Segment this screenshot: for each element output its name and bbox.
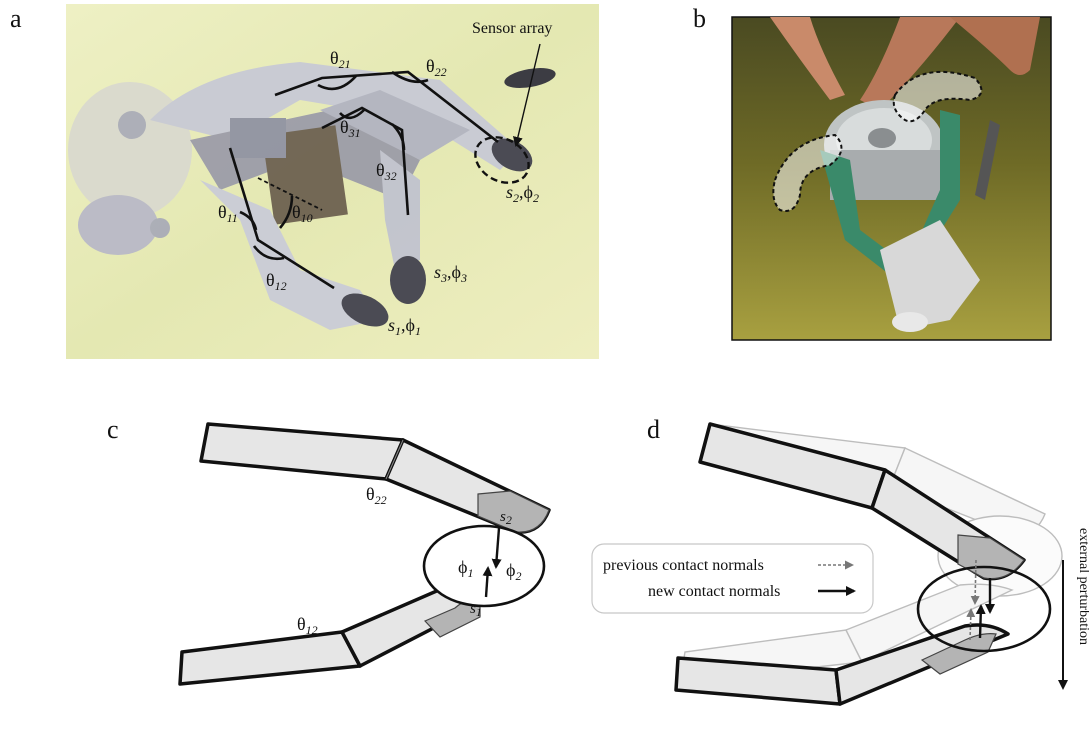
new-normal-bottom: [980, 606, 981, 638]
s2-sub: 2: [506, 513, 512, 527]
panel-c-schematic: θ22 θ12 s2 s1 ϕ1 ϕ2: [180, 424, 549, 684]
sensor-array-label: Sensor array: [472, 20, 552, 37]
finger-top: [201, 424, 403, 479]
legend-box: [592, 544, 873, 613]
panel-a-photo: Sensor array θ21 θ22 θ31 θ32 θ11 θ10 θ12: [66, 4, 599, 359]
angle-label-sub: 10: [301, 211, 313, 225]
angle-label-sub: 32: [384, 169, 397, 183]
angle-label-sub: 11: [227, 211, 238, 225]
finger-bottom: [180, 632, 360, 684]
angle-label-base: θ: [340, 117, 349, 137]
theta12-sub: 12: [306, 623, 318, 637]
angle-label-sub: 22: [435, 65, 447, 79]
phi1-sub: 1: [467, 566, 473, 580]
theta12-base: θ: [297, 614, 306, 634]
s1-sub: 1: [476, 605, 482, 619]
contact-phi: ϕ: [524, 182, 533, 202]
angle-label-base: θ: [266, 270, 275, 290]
angle-label-sub: 12: [275, 279, 287, 293]
panel-b-photo: [732, 17, 1051, 340]
previous-normal-top: [975, 560, 976, 603]
theta22-sub: 22: [375, 493, 387, 507]
phi2-base: ϕ: [506, 560, 515, 580]
theta22-base: θ: [366, 484, 375, 504]
contact-phi-sub: 3: [460, 271, 467, 285]
phi1-base: ϕ: [458, 557, 467, 577]
contact-s-sub: 3: [440, 271, 447, 285]
angle-label-base: θ: [376, 160, 385, 180]
angle-label-base: θ: [292, 202, 301, 222]
theta12-label: θ12: [297, 614, 318, 637]
angle-label-base: θ: [426, 56, 435, 76]
contact-phi: ϕ: [452, 262, 461, 282]
angle-label-base: θ: [330, 48, 339, 68]
panel-d-schematic: previous contact normals new contact nor…: [592, 424, 1089, 704]
angle-label-sub: 21: [339, 57, 351, 71]
legend-new-text: new contact normals: [648, 583, 780, 600]
contact-phi: ϕ: [406, 315, 415, 335]
theta22-label: θ22: [366, 484, 387, 507]
external-perturbation-label: external perturbation: [1076, 528, 1089, 645]
grasped-object: [424, 526, 544, 606]
contact-phi-sub: 1: [415, 324, 421, 338]
angle-label-sub: 31: [348, 126, 361, 140]
contact-s: s: [434, 262, 441, 282]
legend-previous-text: previous contact normals: [603, 557, 764, 574]
phi2-sub: 2: [515, 569, 521, 583]
angle-label-base: θ: [218, 202, 227, 222]
contact-s: s: [506, 182, 513, 202]
contact-phi-sub: 2: [533, 191, 539, 205]
contact-s: s: [388, 315, 395, 335]
